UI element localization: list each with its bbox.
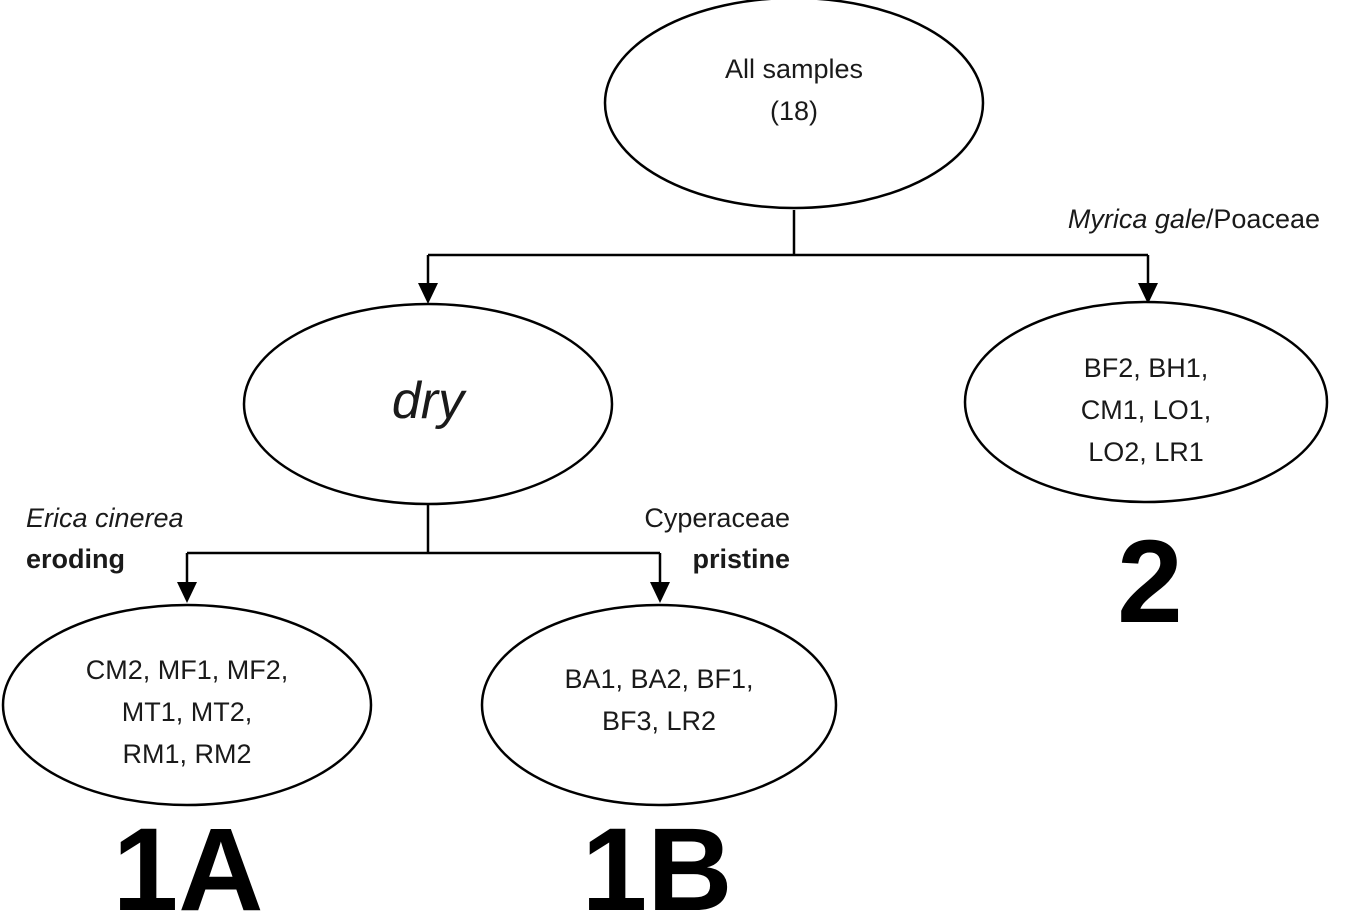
cyperaceae-label: Cyperaceae — [644, 503, 790, 533]
node-1b: BA1, BA2, BF1, BF3, LR2 — [480, 603, 838, 807]
arrow-to-1b — [650, 582, 670, 603]
node-1b-line2: BF3, LR2 — [602, 706, 716, 736]
arrow-to-2 — [1138, 283, 1158, 304]
group-1a-label: 1A — [113, 804, 264, 921]
branch-label-myrica: Myrica gale/Poaceae — [1068, 204, 1320, 234]
myrica-plain: /Poaceae — [1206, 204, 1320, 234]
group-2-label: 2 — [1117, 516, 1183, 648]
node-2-ellipse — [963, 300, 1329, 504]
node-1a-line2: MT1, MT2, — [122, 697, 253, 727]
myrica-italic: Myrica gale — [1068, 204, 1206, 234]
edges — [177, 210, 1158, 603]
node-1a-line3: RM1, RM2 — [122, 739, 251, 769]
node-1b-ellipse — [480, 603, 838, 807]
node-1a-line1: CM2, MF1, MF2, — [86, 655, 289, 685]
group-1b-label: 1B — [582, 804, 733, 921]
root-label-line1: All samples — [725, 54, 863, 84]
dry-ellipse — [242, 302, 614, 506]
root-ellipse — [603, 0, 985, 210]
root-label-line2: (18) — [770, 96, 818, 126]
dry-node: dry — [242, 302, 614, 506]
node-1a: CM2, MF1, MF2, MT1, MT2, RM1, RM2 — [1, 603, 373, 807]
erica-label: Erica cinerea — [26, 503, 184, 533]
node-1b-line1: BA1, BA2, BF1, — [564, 664, 753, 694]
branch-label-cyperaceae: Cyperaceae pristine — [644, 503, 790, 574]
root-node: All samples (18) — [603, 0, 985, 210]
node-1a-ellipse — [1, 603, 373, 807]
pristine-label: pristine — [692, 544, 790, 574]
arrow-to-1a — [177, 582, 197, 603]
dry-label: dry — [392, 372, 467, 430]
branch-label-erica: Erica cinerea eroding — [26, 503, 184, 574]
node-2-line2: CM1, LO1, — [1081, 395, 1212, 425]
arrow-to-dry — [418, 283, 438, 304]
node-2-line1: BF2, BH1, — [1084, 353, 1209, 383]
node-2-line3: LO2, LR1 — [1088, 437, 1204, 467]
myrica-label: Myrica gale/Poaceae — [1068, 204, 1320, 234]
node-2: BF2, BH1, CM1, LO1, LO2, LR1 — [963, 300, 1329, 504]
eroding-label: eroding — [26, 544, 125, 574]
